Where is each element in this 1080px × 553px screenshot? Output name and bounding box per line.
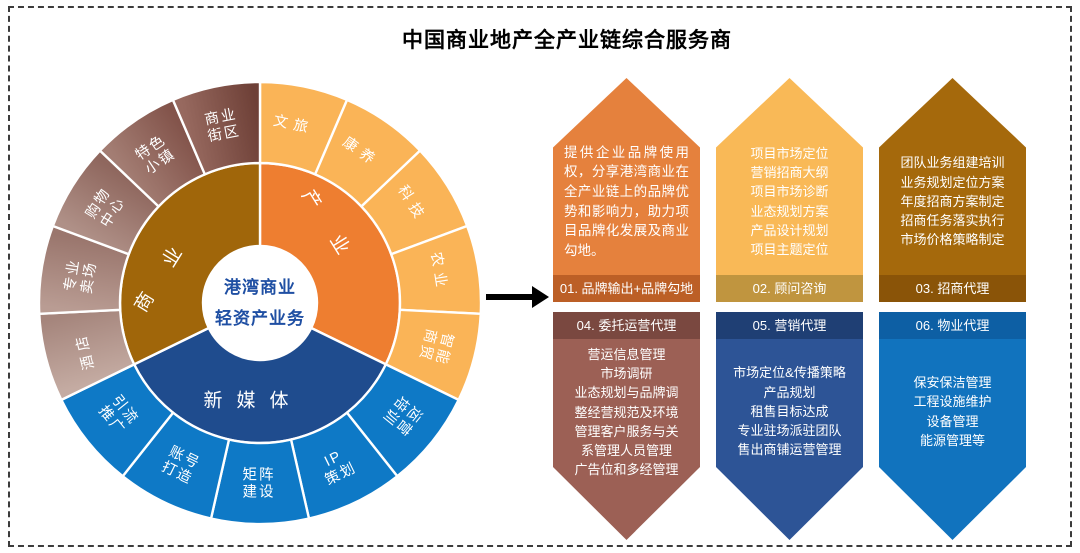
service-card-05: 05. 营销代理 市场定位&传播策略 产品规划 租售目标达成 专业驻场派驻团队 …: [716, 312, 863, 540]
service-card-04: 04. 委托运营代理 营运信息管理 市场调研 业态规划与品牌调 整经营规范及环境…: [553, 312, 700, 540]
service-card-03: 团队业务组建培训 业务规划定位方案 年度招商方案制定 招商任务落实执行 市场价格…: [879, 78, 1026, 302]
donut-segment: [171, 80, 262, 176]
service-cards-bottom-row: 04. 委托运营代理 营运信息管理 市场调研 业态规划与品牌调 整经营规范及环境…: [553, 312, 1026, 540]
donut-center-label: 港湾商业: [224, 277, 296, 297]
card-body-text: 项目市场定位 营销招商大纲 项目市场诊断 业态规划方案 产品设计规划 项目主题定…: [716, 78, 863, 275]
donut-segment-label: 农业: [427, 251, 450, 294]
service-cards-top-row: 提供企业品牌使用权，分享港湾商业在全产业链上的品牌优势和影响力，助力项目品牌化发…: [553, 78, 1026, 302]
arrow-shaft: [486, 294, 533, 300]
card-body-text: 提供企业品牌使用权，分享港湾商业在全产业链上的品牌优势和影响力，助力项目品牌化发…: [553, 78, 700, 275]
donut-center-circle: [203, 246, 317, 360]
donut-center-label: 轻资产业务: [215, 308, 305, 328]
dashed-border-frame: [8, 6, 1072, 547]
donut-segment-label: 新媒体: [203, 390, 302, 412]
card-number-label: 06. 物业代理: [879, 312, 1026, 339]
donut-segment-label: 矩阵建设: [243, 467, 276, 501]
business-sunburst-chart: 产业新媒体商业文旅康养科技农业智能商贸运营培训IP策划矩阵建设账号打造引流推广酒…: [37, 80, 483, 526]
service-card-02: 项目市场定位 营销招商大纲 项目市场诊断 业态规划方案 产品设计规划 项目主题定…: [716, 78, 863, 302]
card-number-label: 04. 委托运营代理: [553, 312, 700, 339]
donut-segment-label: 商业街区: [203, 106, 242, 146]
service-card-01: 提供企业品牌使用权，分享港湾商业在全产业链上的品牌优势和影响力，助力项目品牌化发…: [553, 78, 700, 302]
card-body-text: 营运信息管理 市场调研 业态规划与品牌调 整经营规范及环境 管理客户服务与关 系…: [553, 339, 700, 540]
arrow-head: [532, 286, 549, 308]
flow-arrow-icon: [486, 286, 549, 308]
card-number-label: 01. 品牌输出+品牌勾地: [553, 275, 700, 302]
card-number-label: 02. 顾问咨询: [716, 275, 863, 302]
card-body-text: 保安保洁管理 工程设施维护 设备管理 能源管理等: [879, 339, 1026, 540]
card-body-text: 市场定位&传播策略 产品规划 租售目标达成 专业驻场派驻团队 售出商铺运营管理: [716, 339, 863, 540]
page-title: 中国商业地产全产业链综合服务商: [402, 29, 732, 52]
card-number-label: 05. 营销代理: [716, 312, 863, 339]
service-card-06: 06. 物业代理 保安保洁管理 工程设施维护 设备管理 能源管理等: [879, 312, 1026, 540]
card-body-text: 团队业务组建培训 业务规划定位方案 年度招商方案制定 招商任务落实执行 市场价格…: [879, 78, 1026, 275]
card-number-label: 03. 招商代理: [879, 275, 1026, 302]
donut-segment-label: 专业卖场: [61, 257, 100, 295]
